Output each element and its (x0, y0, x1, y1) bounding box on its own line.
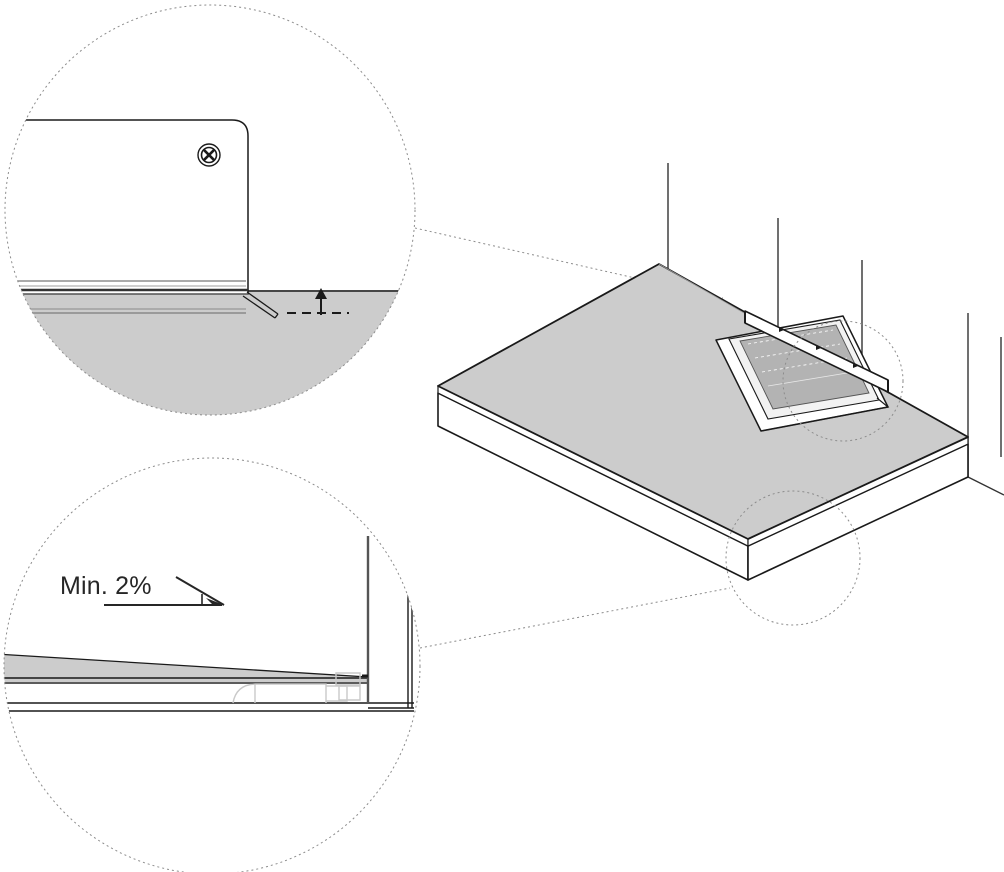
linear-drain-channel (715, 310, 890, 432)
detail-circle-lower-left (3, 457, 421, 872)
drain-trap-hidden-outline (232, 672, 361, 704)
tray-base-slab-fill (4, 684, 368, 708)
slope-top-line (4, 652, 369, 678)
slope-label: Min. 2% (60, 572, 152, 600)
wall-floor-line-right (967, 476, 1004, 496)
tray-slope-section-detail: Min. 2% (3, 457, 421, 872)
drain-lower-lip (760, 397, 890, 432)
wall-edge-lines (667, 163, 1004, 496)
wall-panel (5, 119, 249, 295)
drain-frame-fixing-tabs (779, 328, 858, 368)
slope-arrowhead (206, 598, 224, 605)
isometric-shower-tray (437, 163, 1004, 626)
corner-callout-circle (725, 490, 861, 626)
tray-top-surface (437, 263, 969, 540)
waterproof-membrane-layers (5, 280, 248, 295)
drain-grate-insert (739, 324, 870, 410)
slope-hypotenuse (175, 576, 225, 606)
drain-callout-circle (782, 320, 904, 442)
screw-head-icon (197, 143, 221, 167)
slope-wedge-icon (104, 576, 225, 606)
detail-circle-upper-left (4, 4, 416, 416)
sealing-tape-edge (242, 291, 279, 319)
arrow-up-icon (287, 288, 349, 315)
sloped-screed-layer (4, 653, 368, 684)
